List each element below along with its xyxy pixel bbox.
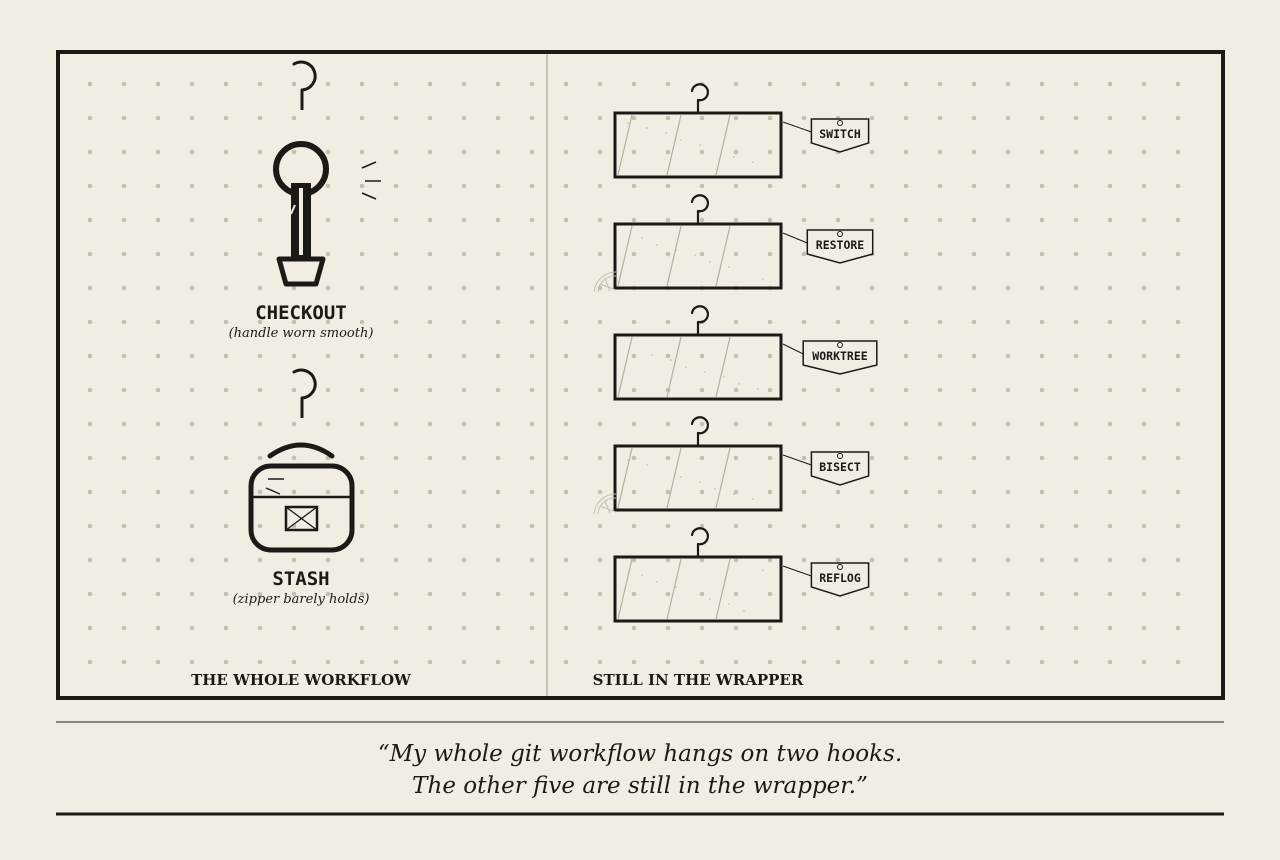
stash-pouch-icon [248,442,355,553]
package-tag-label: REFLOG [819,571,861,585]
package-tag: RESTORE [782,229,874,264]
stash-hook-icon [292,368,317,418]
package-worktree: WORKTREE [613,305,878,401]
quote-line-1: “My whole git workflow hangs on two hook… [377,741,903,767]
package-tag: WORKTREE [782,340,878,375]
left-panel-caption: THE WHOLE WORKFLOW [191,671,412,689]
package-tag-label: WORKTREE [812,349,867,363]
package-wrapper-box [613,444,783,512]
package-wrapper-box [613,111,783,179]
package-bisect: BISECT [613,416,870,512]
package-hook-icon [690,83,709,113]
package-restore: RESTORE [613,194,874,290]
checkout-tool-group: CHECKOUT (handle worn smooth) [229,60,381,341]
package-wrapper-box [613,222,783,290]
quote-line-2: The other five are still in the wrapper.… [412,773,868,799]
pencil-sketch-icon [593,271,617,515]
checkout-wear-marks-icon [361,161,381,200]
package-hook-icon [690,194,709,224]
package-tag: BISECT [782,451,870,486]
package-tag-label: RESTORE [816,238,865,252]
package-switch: SWITCH [613,83,870,179]
package-wrapper-box [613,333,783,401]
package-tag: REFLOG [782,562,870,597]
wrapped-packages: SWITCH RESTORE WORKTREE BISECT REFLOG [613,83,878,623]
checkout-tool-icon [273,141,329,287]
stash-note: (zipper barely holds) [233,592,370,607]
package-hook-icon [690,416,709,446]
package-reflog: REFLOG [613,527,870,623]
package-hook-icon [690,527,709,557]
package-tag-label: SWITCH [819,127,861,141]
pegboard-frame [56,50,1225,700]
package-tag: SWITCH [782,118,870,153]
stash-tool-group: STASH (zipper barely holds) [233,368,370,607]
pegboard-dot-grid [87,81,1181,665]
package-wrapper-box [613,555,783,623]
checkout-note: (handle worn smooth) [229,326,374,341]
stash-label: STASH [272,568,329,590]
package-hook-icon [690,305,709,335]
checkout-hook-icon [292,60,317,110]
checkout-label: CHECKOUT [255,302,347,324]
package-tag-label: BISECT [819,460,861,474]
footer-quote: “My whole git workflow hangs on two hook… [0,738,1280,802]
right-panel-caption: STILL IN THE WRAPPER [593,671,804,689]
